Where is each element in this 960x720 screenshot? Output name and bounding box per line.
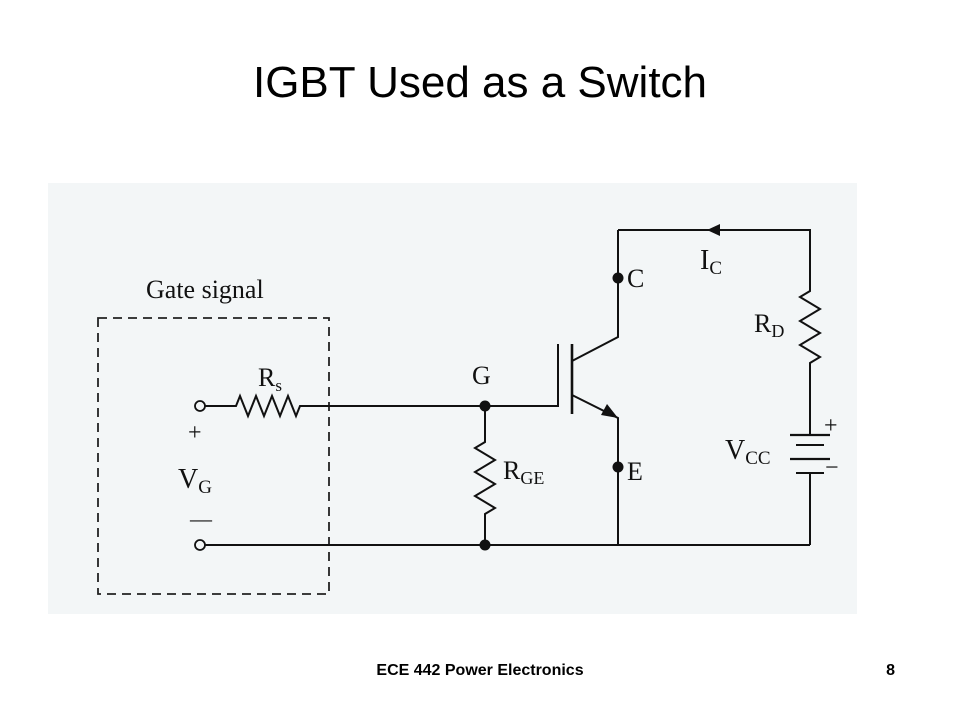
gate-signal-label: Gate signal (146, 275, 264, 304)
emitter-arrow (601, 404, 618, 418)
vcc-plus-sign: + (824, 413, 838, 439)
c-label: C (627, 264, 644, 293)
gate-minus-sign: — (189, 506, 213, 531)
gate-input-terminal-bottom (194, 539, 206, 551)
e-label: E (627, 457, 643, 486)
rd-label: RD (754, 309, 784, 341)
rs-label: Rs (258, 363, 282, 395)
slide-title: IGBT Used as a Switch (252, 58, 708, 107)
rge-resistor (473, 406, 497, 545)
collector-node (612, 272, 624, 284)
rs-resistor (205, 393, 485, 419)
gate-input-terminal-top (194, 400, 206, 412)
vg-label: VG (178, 464, 212, 498)
bottom-node-rge (479, 539, 491, 551)
rge-label: RGE (503, 456, 544, 488)
vcc-label: VCC (725, 435, 771, 469)
emitter-node (612, 461, 624, 473)
gate-signal-box (97, 317, 330, 595)
figure-background (48, 183, 857, 614)
ic-label: IC (700, 245, 722, 279)
rd-resistor (618, 229, 822, 435)
ic-current-arrow (707, 224, 720, 236)
vcc-minus-sign: − (825, 455, 839, 481)
igbt-collector-lead (571, 230, 619, 362)
gate-wire (485, 344, 559, 407)
gate-plus-sign: + (188, 420, 202, 446)
g-label: G (472, 361, 491, 390)
circuit-diagram: Gate signal Rs + VG — G C E RGE (48, 183, 857, 614)
footer-page-number: 8 (886, 662, 895, 679)
igbt-switch-circuit: Gate signal Rs + VG — G C E RGE (48, 183, 857, 614)
footer-course-title: ECE 442 Power Electronics (376, 662, 584, 679)
